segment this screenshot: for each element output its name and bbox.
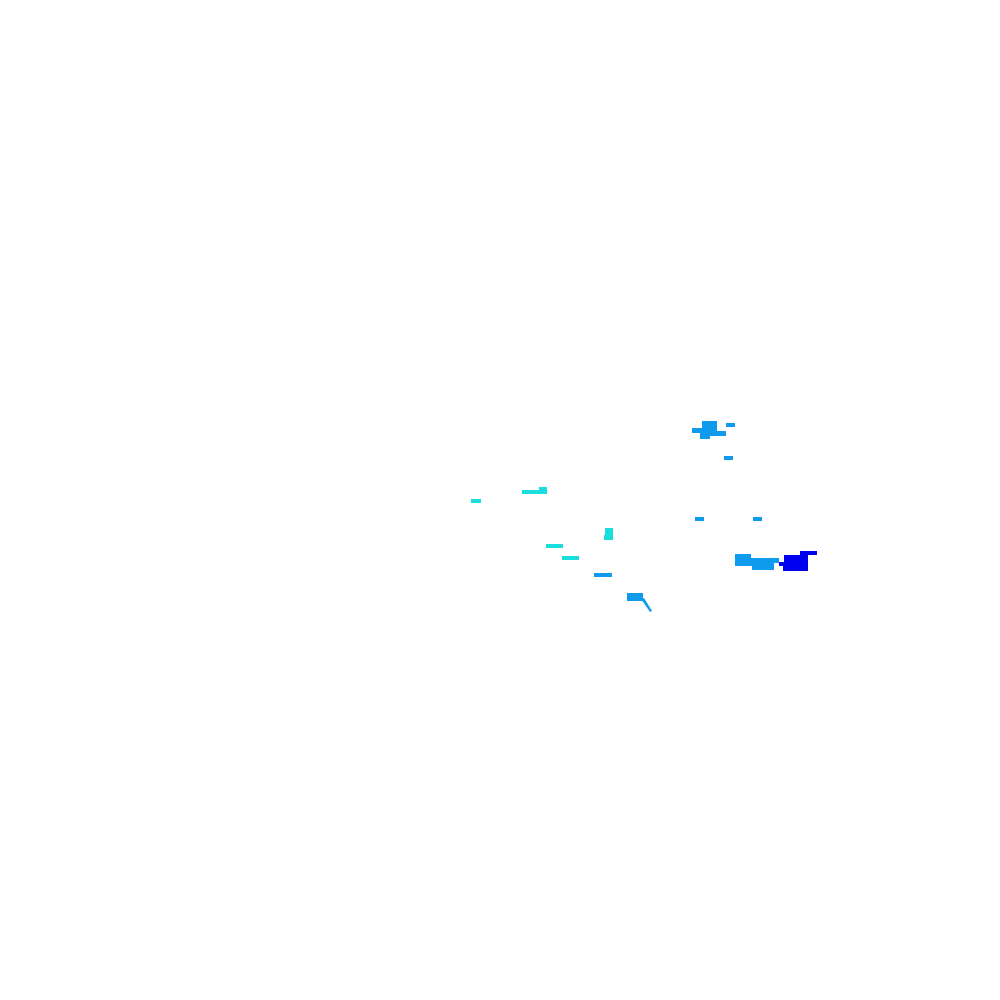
- patch-northeast-dot: [724, 456, 733, 460]
- patch-south-strip-c: [594, 573, 612, 577]
- patch-west-dot: [471, 499, 481, 503]
- map-features: [471, 421, 817, 612]
- patch-south-strip-b: [562, 556, 579, 560]
- patch-west-strip: [522, 487, 547, 494]
- patch-east-band: [735, 554, 779, 570]
- patch-northeast-spur: [726, 423, 735, 427]
- patch-east-core: [779, 551, 817, 571]
- patch-center-dot-a: [695, 517, 704, 521]
- patch-center-blob: [604, 528, 613, 540]
- patch-south-cell: [627, 593, 643, 601]
- patch-south-tail: [641, 598, 652, 612]
- patch-south-strip-a: [546, 544, 563, 548]
- patch-northeast: [692, 421, 726, 439]
- patch-center-dot-b: [753, 517, 762, 521]
